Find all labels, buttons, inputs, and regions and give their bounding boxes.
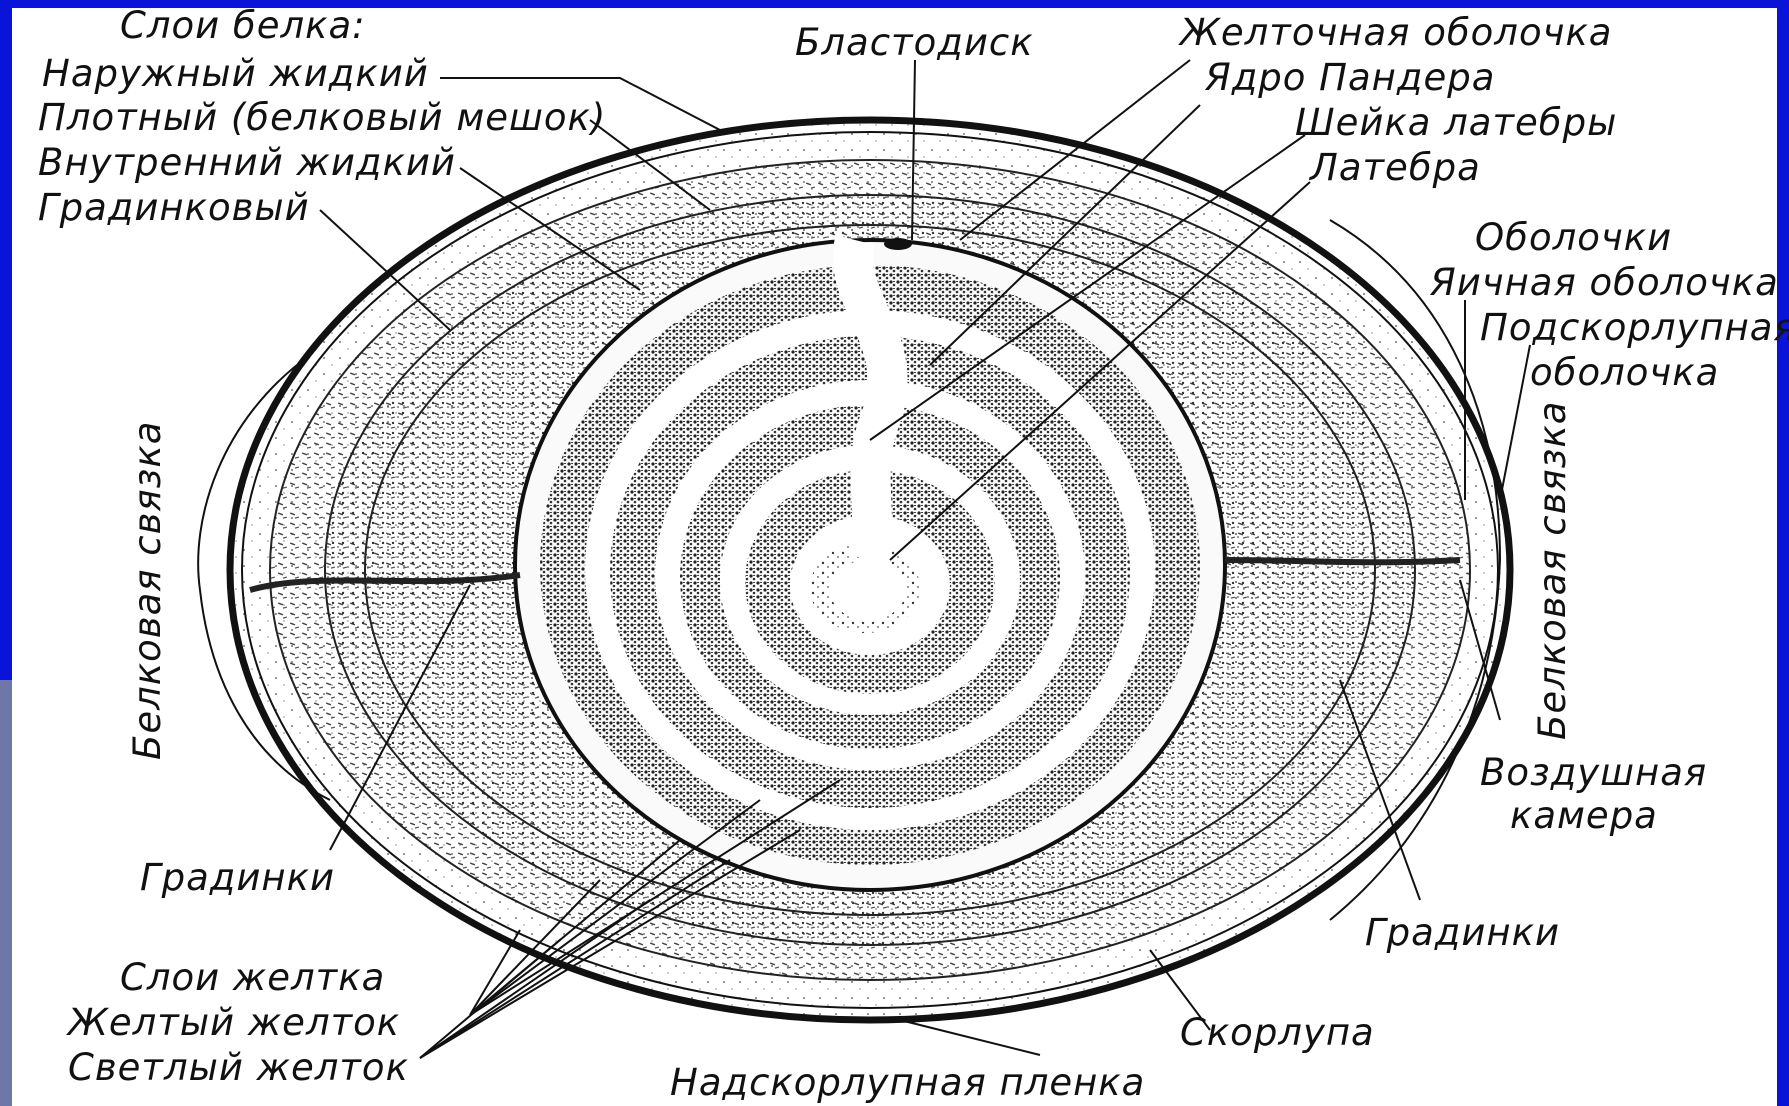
label-yolk-layers: Слои желтка [120,956,385,999]
label-albumen-ligament-left: Белковая связка [126,421,169,760]
label-vitelline-membrane: Желточная оболочка [1178,11,1612,54]
blastodisc [884,238,912,250]
label-albumen-ligament-right: Белковая связка [1531,401,1574,740]
label-dense-albumen: Плотный (белковый мешок) [38,96,606,139]
label-latebra: Латебра [1308,146,1481,189]
label-cuticle: Надскорлупная пленка [670,1061,1145,1104]
label-egg-membrane: Яичная оболочка [1429,261,1779,304]
latebra-center [830,560,906,620]
chalaza-right [1225,560,1460,562]
label-shell-membrane-line2: оболочка [1530,351,1719,394]
label-yellow-yolk: Желтый желток [66,1001,400,1044]
label-air-cell-line2: камера [1510,794,1658,837]
label-shell: Скорлупа [1180,1011,1375,1054]
label-latebra-neck: Шейка латебры [1295,101,1617,144]
label-albumen-layers: Слои белка: [120,4,366,47]
label-chalazae-right: Градинки [1365,911,1560,954]
egg-body [198,120,1510,1020]
label-chalaziferous: Градинковый [38,186,310,229]
label-air-cell-line1: Воздушная [1480,751,1707,794]
label-blastodisc: Бластодиск [795,21,1034,64]
label-inner-liquid: Внутренний жидкий [38,141,456,184]
label-white-yolk: Светлый желток [68,1046,409,1089]
label-outer-liquid: Наружный жидкий [42,52,429,95]
label-shell-membrane-line1: Подскорлупная [1480,306,1789,349]
label-chalazae-left: Градинки [140,856,335,899]
label-pander-nucleus: Ядро Пандера [1204,56,1495,99]
label-membranes: Оболочки [1475,216,1672,259]
